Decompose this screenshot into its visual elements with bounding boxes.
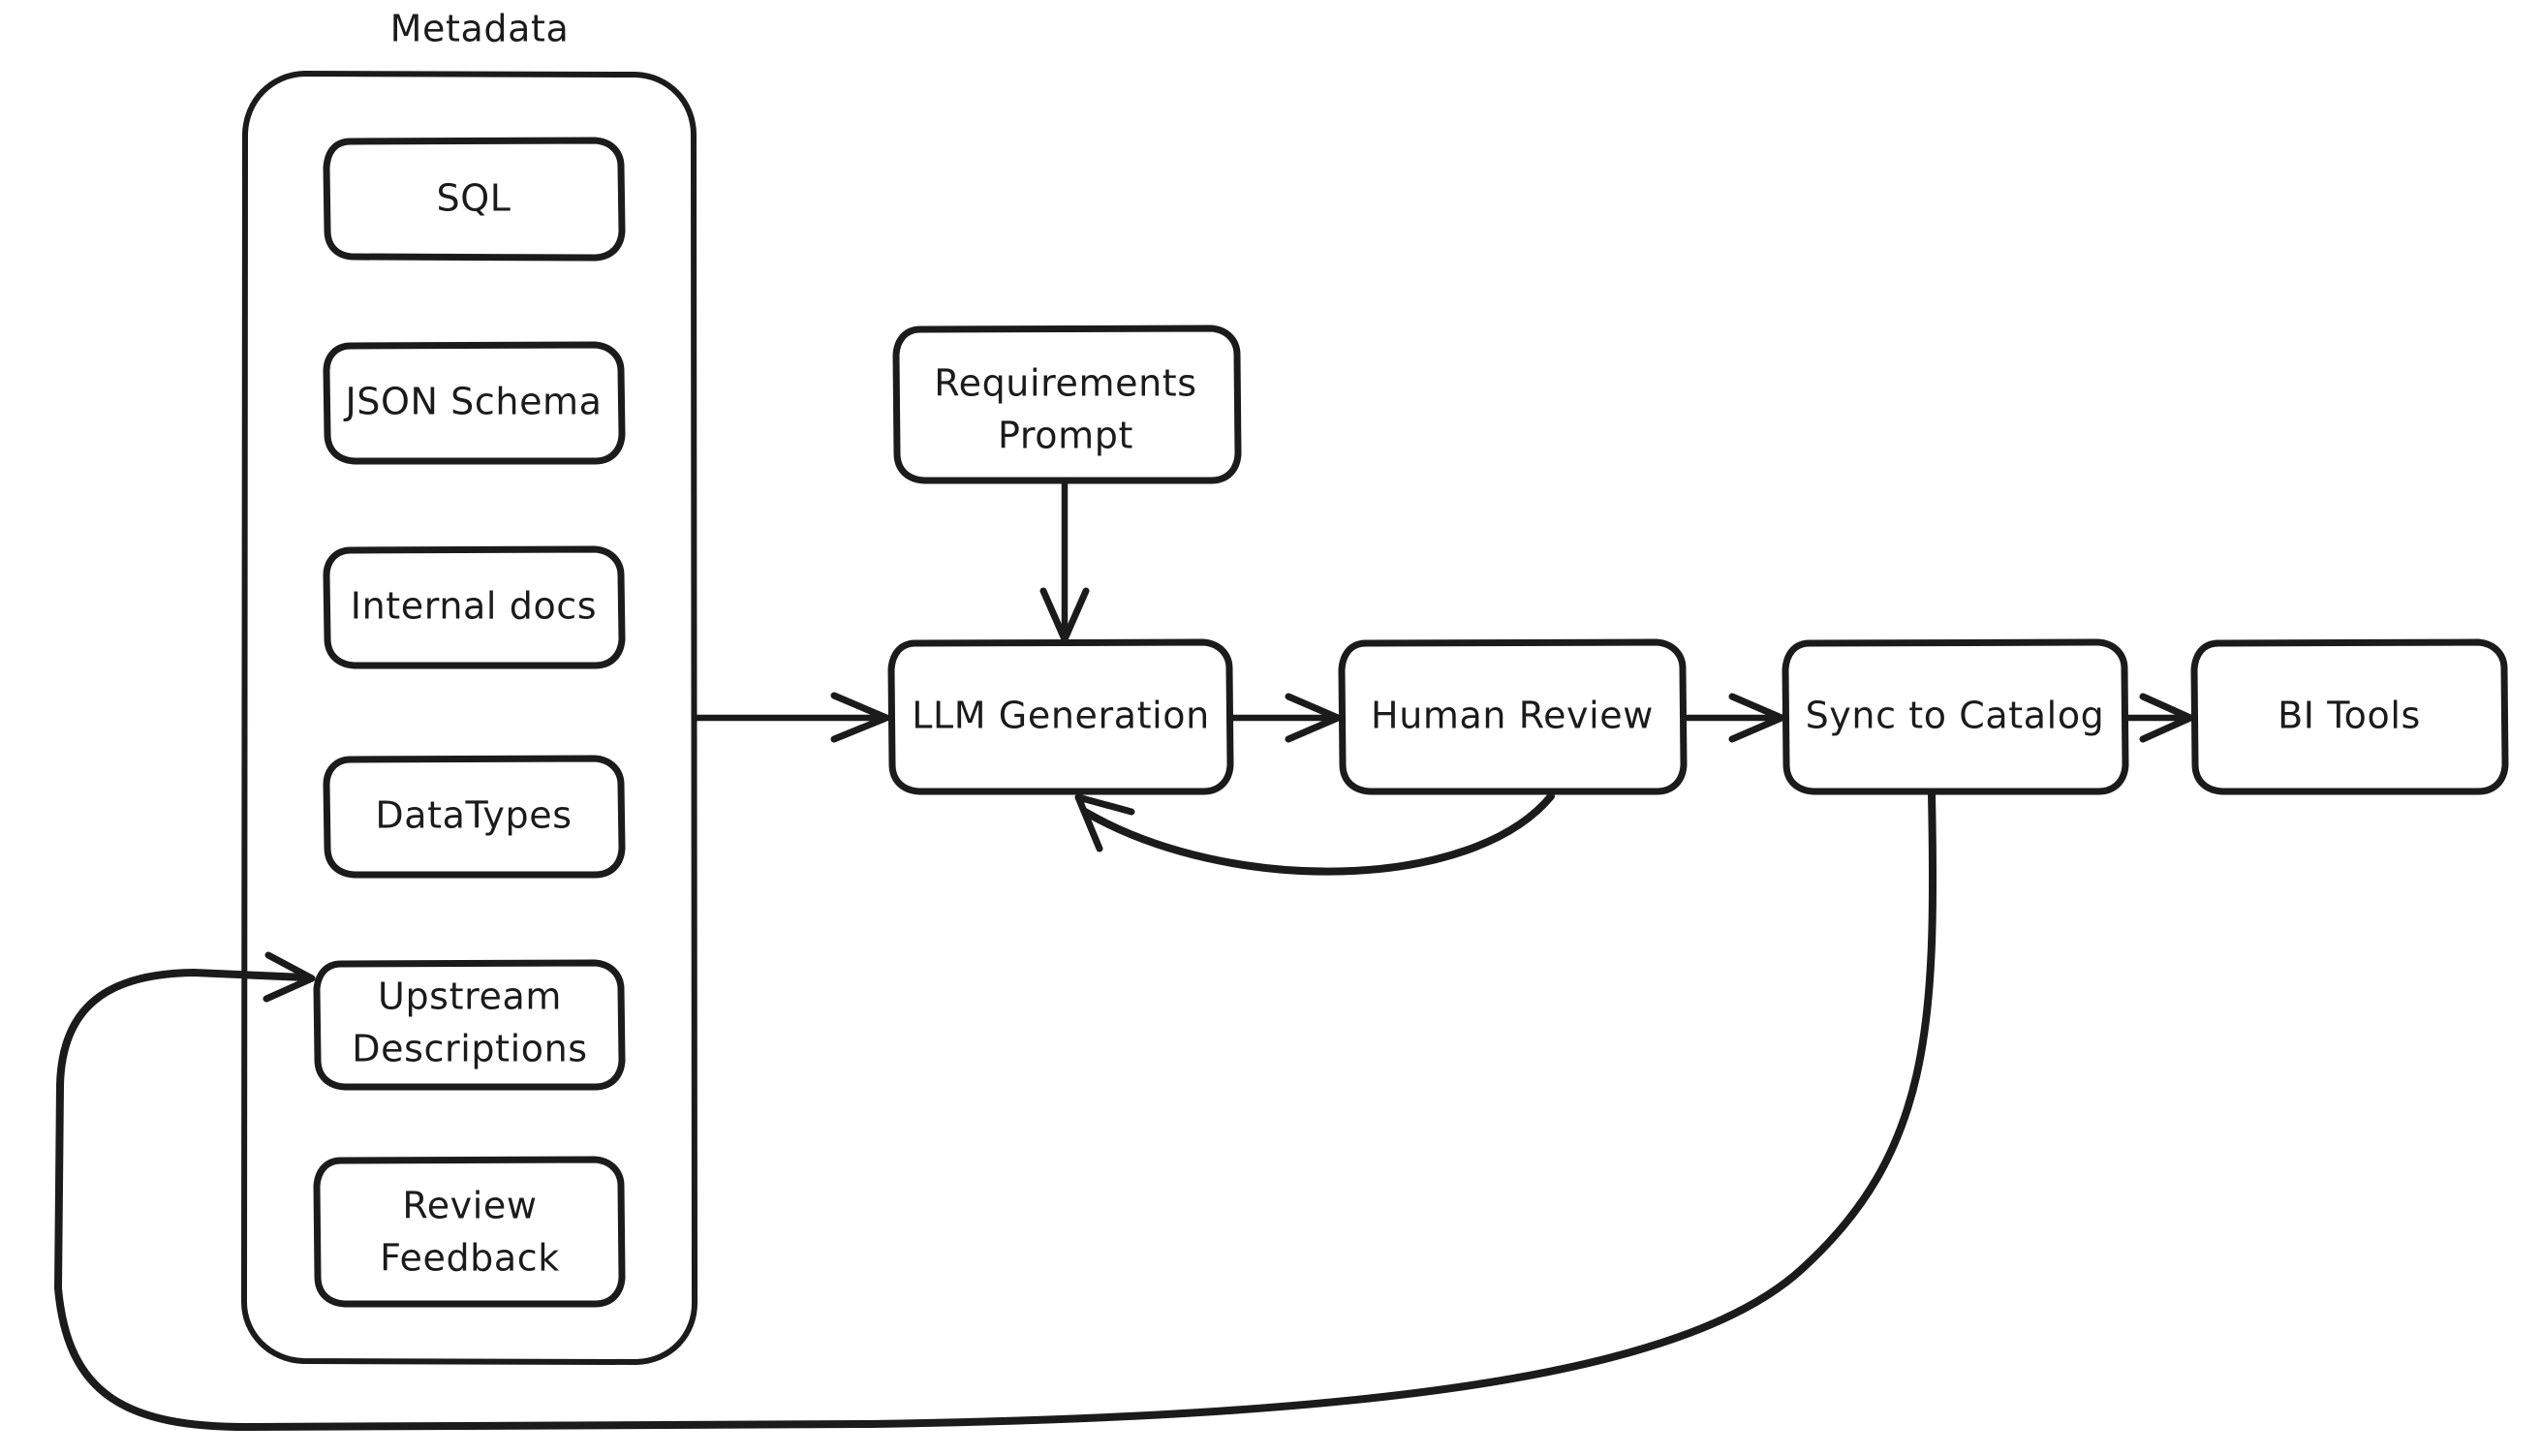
edge-review-back-to-llm-curve	[1081, 792, 1555, 876]
node-internal-docs-outline	[323, 545, 626, 669]
node-review-feedback-label-line2: Feedback	[380, 1237, 560, 1280]
edge-review-back-to-llm-arrowhead	[1074, 793, 1135, 852]
node-datatypes[interactable]: DataTypes	[323, 755, 626, 879]
edge-metadata-to-llm-arrowhead	[830, 692, 890, 743]
node-upstream-descriptions-label-line2: Descriptions	[352, 1028, 587, 1070]
node-requirements-prompt-label-line1: Requirements	[934, 362, 1196, 405]
edge-review-to-sync-arrowhead	[1728, 693, 1785, 743]
node-bi-tools[interactable]: BI Tools	[2190, 638, 2509, 795]
node-requirements-prompt[interactable]: Requirements Prompt	[892, 325, 1242, 484]
node-sql-label: SQL	[436, 177, 511, 220]
node-datatypes-label: DataTypes	[375, 794, 572, 837]
node-json-schema-label: JSON Schema	[343, 381, 602, 423]
node-sync-to-catalog[interactable]: Sync to Catalog	[1782, 638, 2129, 795]
node-llm-generation-outline	[887, 638, 1234, 795]
node-upstream-descriptions-label-line1: Upstream	[378, 976, 562, 1018]
node-requirements-prompt-outline	[892, 325, 1242, 484]
node-sync-to-catalog-label: Sync to Catalog	[1806, 695, 2105, 737]
node-requirements-prompt-label-line2: Prompt	[998, 415, 1133, 457]
node-human-review-outline	[1338, 638, 1688, 795]
edge-sync-back-to-upstream-curve	[54, 790, 1937, 1432]
node-llm-generation-label: LLM Generation	[912, 695, 1210, 737]
edge-sync-to-bi	[2122, 693, 2194, 743]
node-human-review-label: Human Review	[1371, 695, 1654, 737]
node-sql-outline	[323, 137, 626, 262]
node-json-schema-outline	[323, 341, 626, 465]
node-upstream-descriptions[interactable]: Upstream Descriptions	[313, 959, 626, 1091]
edge-sync-to-bi-arrowhead	[2139, 693, 2194, 743]
edge-review-to-sync	[1680, 693, 1785, 743]
node-bi-tools-outline	[2190, 638, 2509, 795]
metadata-group-label: Metadata	[390, 8, 570, 50]
edge-sync-back-to-upstream	[54, 790, 1937, 1432]
edge-llm-to-review-arrowhead	[1285, 693, 1342, 743]
node-review-feedback[interactable]: Review Feedback	[313, 1156, 626, 1308]
node-review-feedback-label-line1: Review	[402, 1185, 537, 1227]
node-human-review[interactable]: Human Review	[1338, 638, 1688, 795]
edge-llm-to-review	[1226, 693, 1342, 743]
node-internal-docs[interactable]: Internal docs	[323, 545, 626, 669]
edge-requirements-to-llm	[1039, 478, 1090, 643]
node-internal-docs-label: Internal docs	[351, 585, 597, 628]
edge-review-back-to-llm	[1074, 792, 1555, 876]
node-review-feedback-outline	[313, 1156, 626, 1308]
edge-sync-back-to-upstream-arrowhead	[263, 951, 316, 1003]
node-sync-to-catalog-outline	[1782, 638, 2129, 795]
node-bi-tools-label: BI Tools	[2278, 695, 2421, 737]
node-llm-generation[interactable]: LLM Generation	[887, 638, 1234, 795]
node-json-schema[interactable]: JSON Schema	[323, 341, 626, 465]
edge-metadata-to-llm	[692, 692, 890, 743]
node-datatypes-outline	[323, 755, 626, 879]
node-upstream-descriptions-outline	[313, 959, 626, 1091]
node-sql[interactable]: SQL	[323, 137, 626, 262]
edge-requirements-to-llm-arrowhead	[1039, 587, 1090, 643]
